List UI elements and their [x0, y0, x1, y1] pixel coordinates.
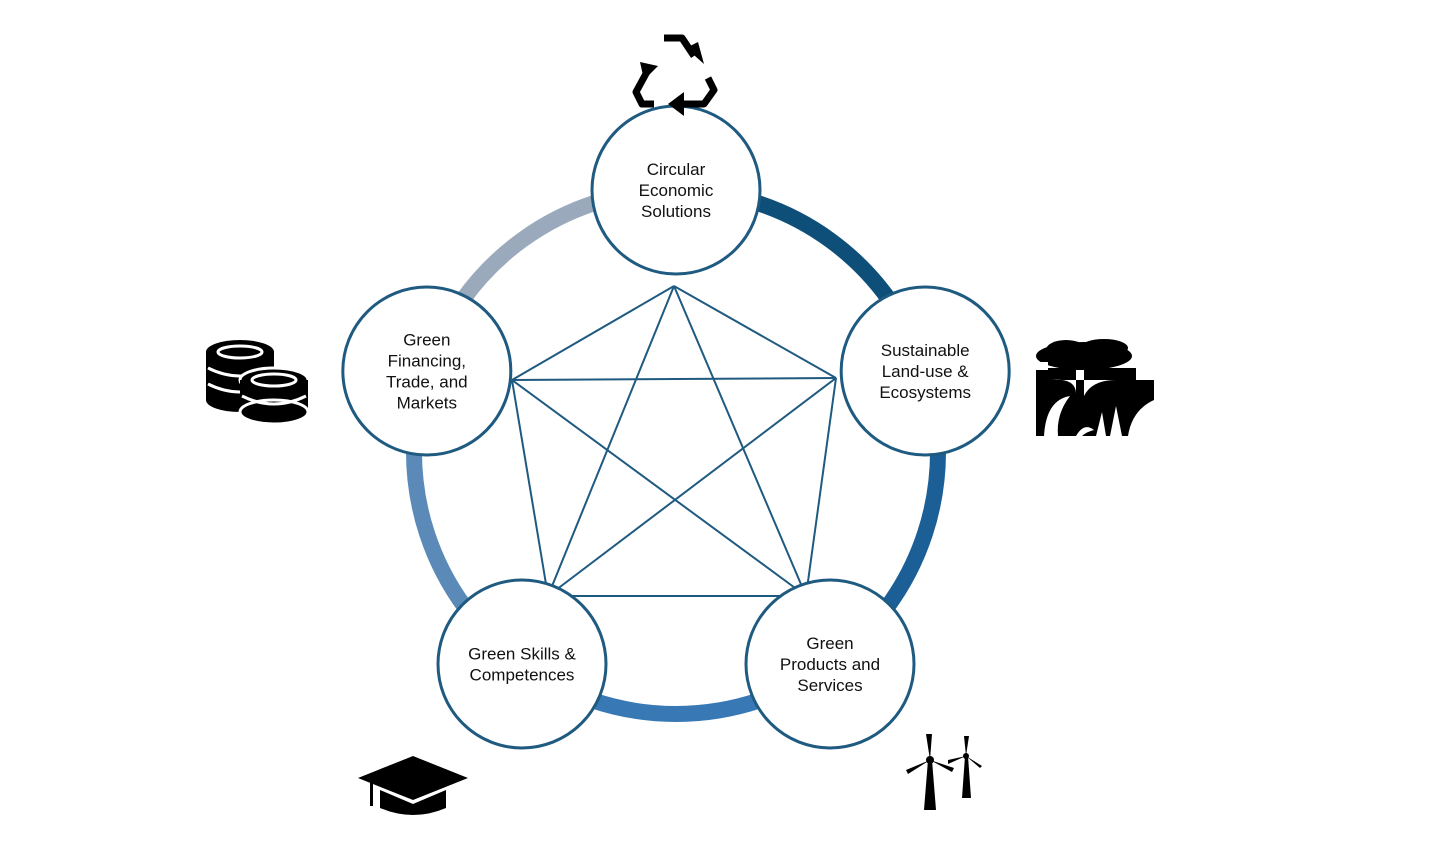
connection-lines: [511, 285, 837, 597]
node-label-line: Solutions: [641, 202, 711, 221]
nodes: CircularEconomicSolutionsSustainableLand…: [341, 104, 1011, 750]
node-label-line: Sustainable: [881, 341, 970, 360]
connection-line: [805, 377, 837, 597]
node-label-line: Services: [797, 676, 862, 695]
node-label-line: Circular: [647, 160, 706, 179]
wind-turbine-icon: [906, 734, 982, 810]
connection-line: [511, 379, 807, 597]
connection-line: [673, 285, 837, 379]
node-label-line: Trade, and: [386, 373, 468, 392]
tree-landscape-icon: [1036, 339, 1154, 436]
node-label-line: Economic: [639, 181, 714, 200]
node-label-line: Green Skills &: [468, 644, 576, 663]
node-skills: Green Skills & Competences: [436, 578, 608, 750]
node-label-line: Markets: [397, 394, 457, 413]
node-circle: [744, 578, 916, 750]
node-circle: [341, 285, 513, 457]
node-circle: [839, 285, 1011, 457]
node-label-line: Green: [806, 634, 853, 653]
node-label-line: Ecosystems: [879, 383, 971, 402]
node-circle: [436, 578, 608, 750]
recycle-icon: [632, 34, 718, 116]
connection-line: [511, 285, 675, 381]
connection-line: [673, 285, 807, 597]
connection-line: [547, 285, 675, 597]
node-label-line: Green: [403, 331, 450, 350]
node-label-line: Land-use &: [882, 362, 970, 381]
coins-icon: [206, 340, 310, 426]
connection-line: [511, 377, 837, 381]
connection-line: [511, 379, 549, 597]
node-label-line: Financing,: [388, 352, 466, 371]
graduation-cap-icon: [358, 756, 468, 815]
node-label-line: Competences: [470, 665, 575, 684]
node-label-line: Products and: [780, 655, 880, 674]
connection-line: [547, 377, 837, 597]
